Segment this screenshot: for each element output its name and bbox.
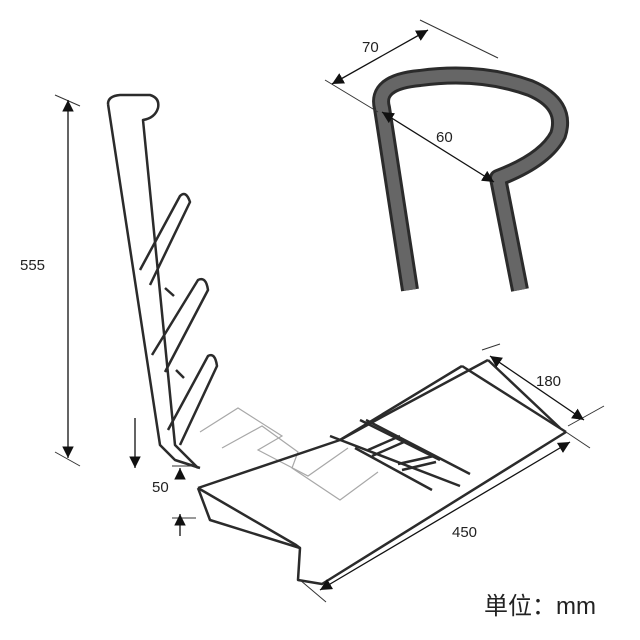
dim-70-arrow (331, 29, 429, 85)
tray-crossbar-4 (359, 418, 441, 462)
dim-555-extension-bottom (54, 451, 81, 467)
label-dim-60: 60 (436, 129, 453, 146)
stand-tab-1 (164, 287, 175, 297)
stand-frame (106, 93, 219, 470)
tray-crossbar-1 (329, 434, 461, 488)
width-dimension (299, 431, 591, 603)
stand-outer-rail (106, 93, 199, 469)
tray-back-edge (197, 364, 463, 490)
label-dim-50: 50 (152, 479, 169, 496)
tray-rung-2 (371, 440, 405, 458)
zigzag-guide-1 (199, 407, 349, 477)
hook-detail (324, 19, 570, 292)
zigzag-guide-2 (221, 425, 379, 501)
stand-hook-3 (166, 353, 219, 446)
unit-label: 単位：mm (484, 593, 596, 620)
dim-60-arrow (381, 111, 495, 183)
label-dim-450: 450 (452, 524, 477, 541)
label-dim-70: 70 (362, 39, 379, 56)
dim-180-extension-front (567, 405, 605, 427)
dim-450-extension-right (565, 431, 591, 449)
tray-inner-right (487, 359, 561, 429)
depth-dimension (481, 343, 605, 427)
dim-450-arrow (319, 441, 571, 591)
tray-crossbar-3 (354, 446, 433, 492)
stand-hook-2 (150, 277, 210, 373)
base-tray (196, 358, 567, 586)
stand-tab-2 (175, 369, 185, 379)
lip-dimension (172, 465, 196, 536)
stand-hook-1 (138, 192, 192, 286)
hook-profile-fill (375, 69, 567, 292)
height-dimension (54, 94, 81, 467)
dim-70-extension-top (419, 19, 499, 59)
dim-450-extension-left (299, 579, 327, 603)
label-dim-180: 180 (536, 373, 561, 390)
label-dim-555: 555 (20, 257, 45, 274)
tray-rung-1 (367, 434, 401, 452)
tray-inner-back (339, 358, 489, 442)
dim-180-arrow (489, 355, 585, 421)
zigzag-guides (199, 407, 379, 501)
dim-70-extension-bottom (324, 79, 379, 113)
stand-inner-rail (106, 103, 201, 470)
dim-180-extension-back (481, 343, 501, 351)
tray-front-edge (197, 486, 301, 549)
